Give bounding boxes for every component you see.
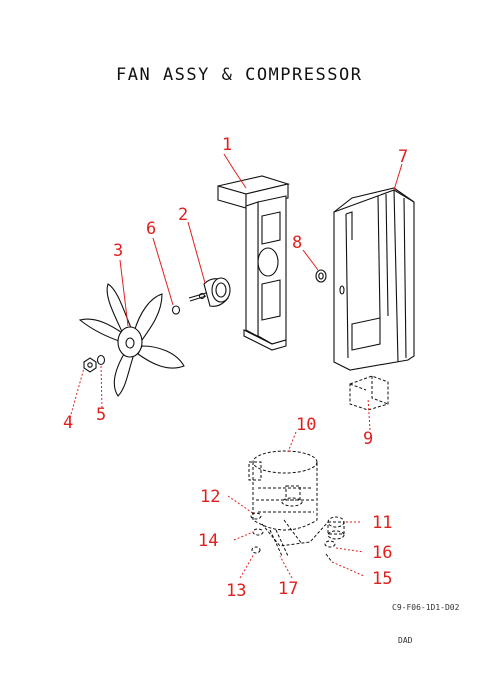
part-10-compressor xyxy=(248,450,345,547)
callout-3: 3 xyxy=(113,241,123,261)
drawing-code: C9-F06-1D1-D02 xyxy=(392,603,460,612)
callout-15: 15 xyxy=(372,569,392,589)
callout-1: 1 xyxy=(222,135,232,155)
callout-4: 4 xyxy=(63,413,73,433)
part-5-washer xyxy=(96,354,106,366)
callout-16: 16 xyxy=(372,543,392,563)
part-7-partition-plate xyxy=(333,187,415,371)
part-6-washer xyxy=(171,305,181,315)
part-13-nut xyxy=(251,546,261,554)
callout-6: 6 xyxy=(146,219,156,239)
part-17-bolt xyxy=(269,529,289,557)
diagram-title: FAN ASSY & COMPRESSOR xyxy=(116,65,362,85)
callout-2: 2 xyxy=(178,205,188,225)
part-16-cap xyxy=(324,540,336,548)
part-4-nut xyxy=(83,357,97,373)
leader-lines xyxy=(69,153,403,579)
callout-13: 13 xyxy=(226,581,246,601)
callout-17: 17 xyxy=(278,579,298,599)
drawing-note: DAD xyxy=(398,636,413,645)
callout-9: 9 xyxy=(363,429,373,449)
callout-7: 7 xyxy=(398,147,408,167)
callout-12: 12 xyxy=(200,487,220,507)
callout-labels: 1 2 3 4 5 6 7 8 9 10 11 12 13 14 15 16 1… xyxy=(63,135,408,601)
part-14-washer xyxy=(252,528,264,536)
part-9-bracket xyxy=(349,375,389,411)
part-1-motor-bracket xyxy=(217,175,291,351)
part-12-grommet xyxy=(250,512,262,520)
callout-14: 14 xyxy=(198,531,218,551)
callout-5: 5 xyxy=(96,405,106,425)
part-3-fan-blade xyxy=(78,283,185,397)
callout-11: 11 xyxy=(372,513,392,533)
part-2-fan-motor xyxy=(188,277,231,307)
callout-10: 10 xyxy=(296,415,316,435)
part-8-nut xyxy=(315,269,327,283)
part-15-bolt xyxy=(325,553,333,563)
callout-8: 8 xyxy=(292,233,302,253)
